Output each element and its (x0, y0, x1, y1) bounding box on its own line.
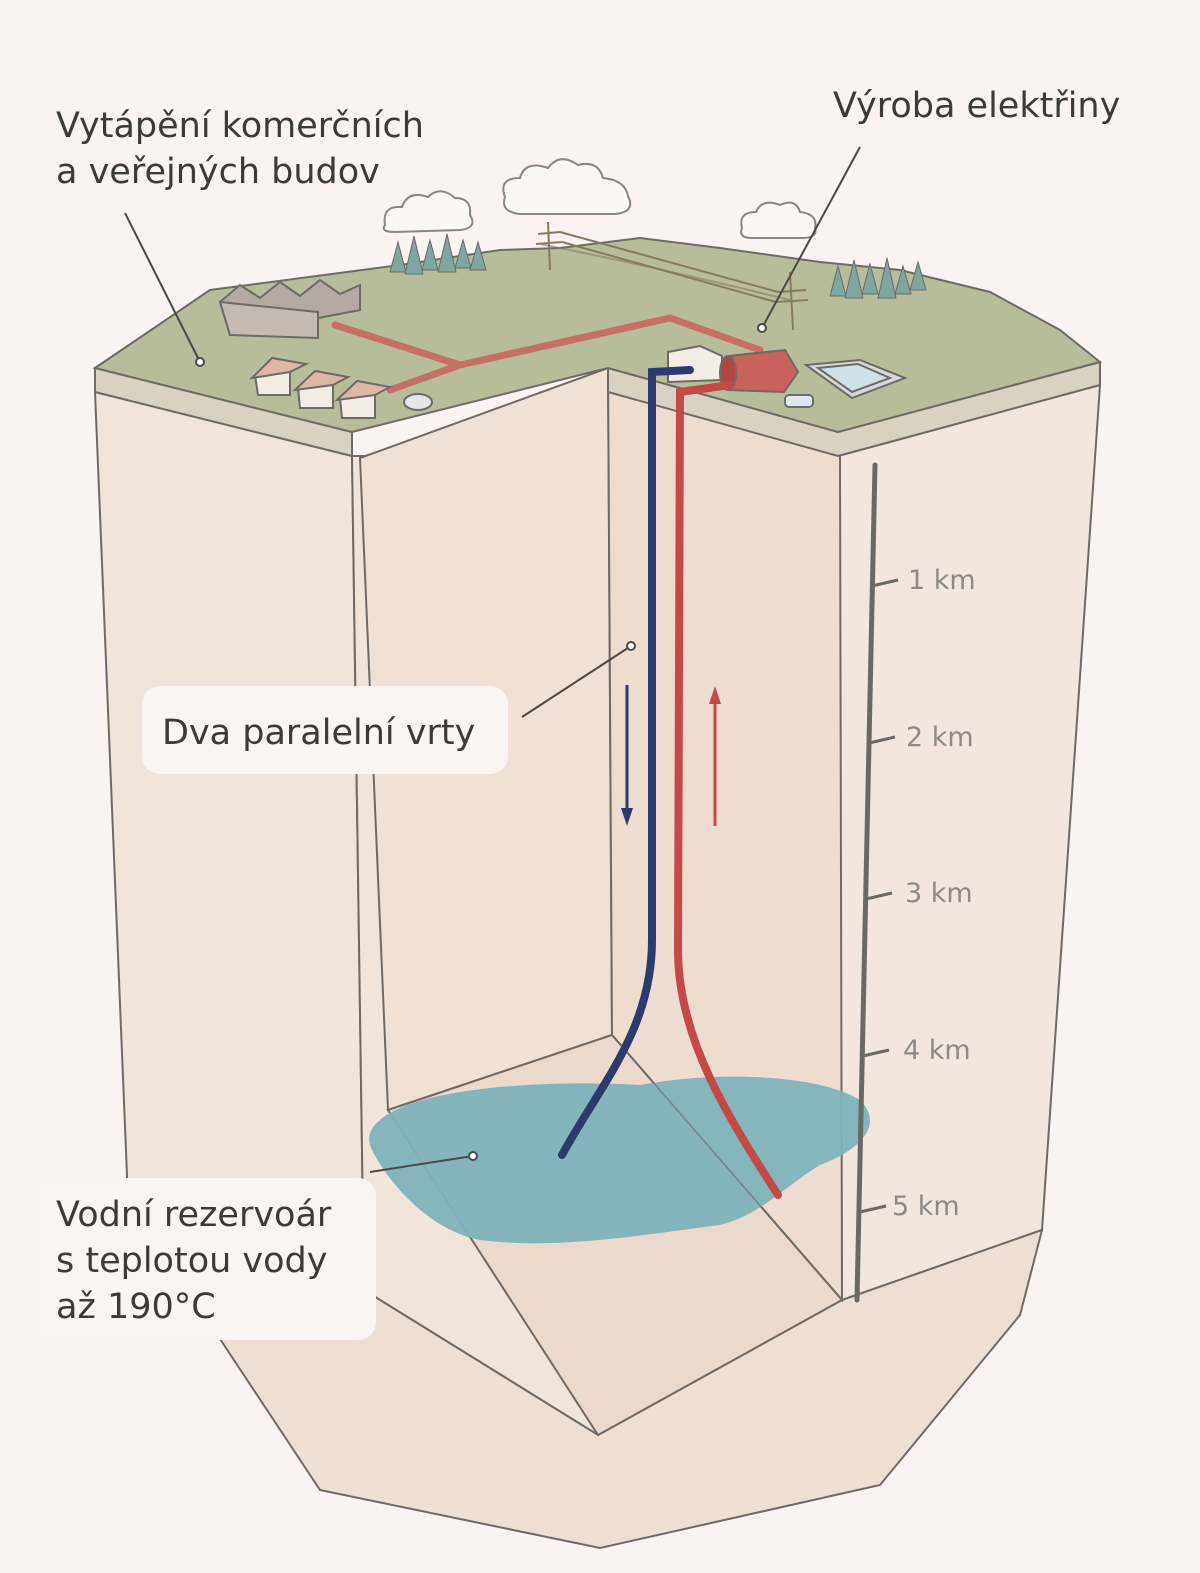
electricity-label: Výroba elektřiny (833, 86, 1121, 126)
block-right-face (836, 383, 1102, 1302)
wells-label: Dva paralelní vrty (162, 713, 476, 753)
depth-scale: 1 km 2 km 3 km 4 km 5 km (854, 462, 976, 1303)
houses (249, 356, 433, 419)
downflow-arrow-icon (621, 685, 633, 826)
depth-tick-4km: 4 km (903, 1035, 971, 1066)
trees-right (829, 257, 927, 299)
power-lines (535, 221, 809, 331)
upflow-arrow-icon (709, 686, 721, 826)
reservoir-label: Vodní rezervoár s teplotou vody až 190°C (56, 1195, 332, 1327)
heat-pipeline (331, 314, 764, 394)
depth-tick-5km: 5 km (892, 1191, 960, 1222)
depth-tick-2km: 2 km (906, 722, 974, 753)
water-reservoir (369, 1076, 871, 1244)
depth-tick-3km: 3 km (905, 878, 973, 909)
trees-left (389, 233, 487, 275)
hot-well-pipe (673, 381, 782, 1199)
clouds (382, 158, 817, 239)
block-bottom-face (125, 1197, 1044, 1550)
heating-label: Vytápění komerčních a veřejných budov (56, 106, 424, 192)
depth-tick-1km: 1 km (908, 565, 976, 596)
leader-lines (124, 146, 861, 1173)
block-left-face (93, 390, 366, 1292)
factory-building (218, 278, 361, 340)
leader-dots (195, 323, 767, 1161)
cold-well-pipe (558, 366, 694, 1159)
wells-label-box (142, 686, 508, 774)
reservoir-label-box (36, 1178, 376, 1340)
